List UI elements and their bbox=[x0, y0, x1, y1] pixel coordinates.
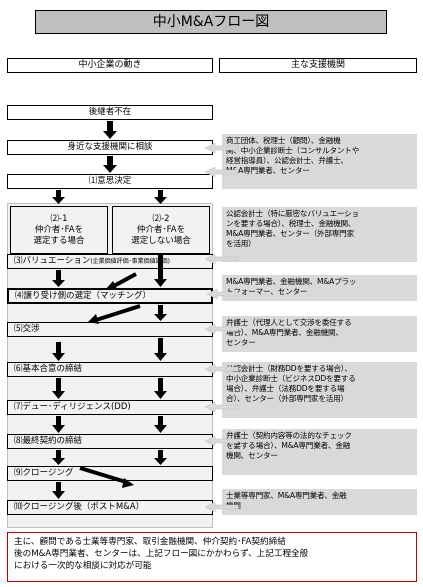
step-basic-agreement: ⑹基本合意の締結 bbox=[7, 362, 213, 377]
step-decision: ⑴意思決定 bbox=[7, 174, 213, 189]
diag-arrow-matching-negotiation bbox=[95, 304, 141, 322]
support-final-contract: 弁護士（契約内容等の法的なチェック を要する場合）、M&A専門業者、金融 機関、… bbox=[222, 429, 417, 475]
connector-post bbox=[204, 501, 239, 513]
step-consult: 身近な支援機関に相談 bbox=[7, 140, 213, 155]
step-no-successor: 後継者不在 bbox=[7, 105, 213, 120]
diag-arrow-valuation-matching bbox=[111, 272, 137, 289]
arrow-head-3b bbox=[154, 197, 167, 204]
arrow-shaft-3b bbox=[158, 190, 163, 198]
arrow-head-2 bbox=[103, 165, 117, 173]
branch-with-intermediary: ⑵-1 仲介者･FAを 選定する場合 bbox=[10, 206, 108, 254]
right-column-arrows bbox=[154, 255, 167, 465]
step-valuation-label: ⑶バリュエーション bbox=[14, 256, 91, 266]
page-title: 中小M&Aフロー図 bbox=[35, 10, 387, 34]
diag-arrow-closing-post bbox=[79, 466, 127, 484]
connector-valuation bbox=[204, 253, 239, 265]
down-arrows bbox=[52, 121, 167, 204]
connector-dd bbox=[204, 401, 239, 413]
connector-basic bbox=[204, 363, 239, 375]
connector-consult bbox=[204, 142, 239, 154]
left-column-arrows bbox=[52, 270, 65, 499]
support-matching: M&A専門業者、金融機関、M&Aプラッ トフォーマー、センター bbox=[222, 275, 417, 301]
step-valuation-sub: (企業価値評価･事業価値評価) bbox=[90, 258, 171, 265]
arrow-shaft-2 bbox=[107, 156, 113, 166]
header-support-agencies: 主な支援機関 bbox=[219, 58, 417, 73]
support-valuation: 公認会計士（特に厳密なバリュエーショ ンを要する場合）、税理士、金融機関、 M&… bbox=[222, 207, 417, 262]
connector-negotiation bbox=[204, 323, 239, 335]
arrow-shaft-3a bbox=[56, 190, 61, 198]
step-final-contract: ⑻最終契約の締結 bbox=[7, 434, 213, 449]
header-sme-actions: 中小企業の動き bbox=[7, 58, 213, 73]
column-arrows bbox=[52, 255, 167, 499]
arrow-head-1 bbox=[103, 131, 117, 139]
connector-final bbox=[204, 435, 239, 447]
arrow-head-3a bbox=[52, 197, 65, 204]
support-post-closing: 士業等専門家、M&A専門業者、金融 機関 bbox=[222, 489, 417, 515]
support-consult: 商工団体、税理士（顧問）、金融機 関、中小企業診断士（コンサルタントや 経営指導… bbox=[222, 134, 417, 189]
support-negotiation: 弁護士（代理人として交渉を委任する 場合）、M&A専門業者、金融機関、 センター bbox=[222, 316, 417, 352]
arrow-shaft-1 bbox=[107, 121, 113, 132]
step-closing: ⑼クロージング bbox=[7, 466, 213, 481]
branch-without-intermediary: ⑵-2 仲介者･FAを 選定しない場合 bbox=[112, 206, 210, 254]
connector-decision bbox=[204, 166, 239, 178]
step-post-closing: ⑽クロージング後（ポストM&A） bbox=[7, 500, 213, 515]
diagonal-arrows bbox=[79, 272, 141, 488]
connector-matching bbox=[206, 288, 239, 300]
support-due-diligence: 公認会計士（財務DDを要する場合）、 中小企業診断士（ビジネスDDを要する 場合… bbox=[222, 362, 417, 418]
connector-arrows bbox=[204, 142, 239, 513]
bottom-note: 主に、顧問である士業等専門家、取引金融機関、仲介契約･FA契約締結 後のM&A専… bbox=[7, 532, 417, 582]
